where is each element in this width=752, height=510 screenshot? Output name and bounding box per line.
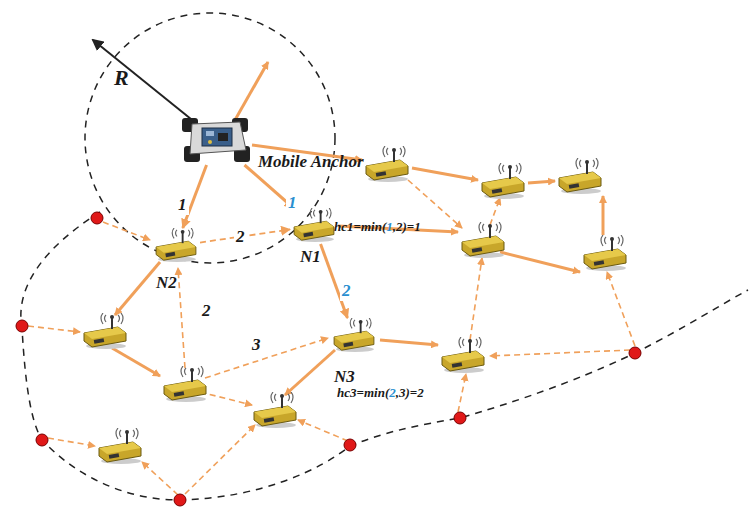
text-char: , — [393, 219, 396, 234]
text-char: = — [410, 385, 417, 400]
sensor-node: N1hc1=min(1,2)=1 — [290, 208, 338, 244]
text-char: 2 — [417, 385, 424, 400]
range-circle — [85, 13, 335, 263]
text-char: = — [407, 219, 414, 234]
text-char: n — [375, 219, 382, 234]
sensor-node: Mobile Anchor — [180, 115, 252, 165]
dashed-arrows — [28, 180, 635, 495]
radius-label: R — [112, 66, 131, 90]
hop-number: 2 — [234, 228, 247, 247]
hop-number: 3 — [250, 336, 263, 355]
radius-arrow — [93, 40, 212, 136]
text-char: = — [354, 219, 361, 234]
sensor-icons — [84, 146, 626, 464]
text-char: 3 — [399, 385, 406, 400]
boundary-dots — [16, 212, 641, 506]
text-char: c — [341, 219, 347, 234]
text-char: ) — [406, 385, 410, 400]
robot-illustration — [182, 118, 250, 162]
text-char: m — [364, 385, 374, 400]
sensor-node: N2 — [152, 228, 200, 264]
hop-number: 1 — [176, 196, 189, 215]
hop-number: 2 — [200, 302, 213, 321]
node-label: Mobile Anchor — [258, 153, 364, 172]
solid-arrows — [112, 62, 603, 395]
hop-number: 1 — [286, 194, 299, 213]
text-char: 1 — [347, 219, 354, 234]
text-char: ( — [385, 385, 389, 400]
sensor-node: N3hc3=min(2,3)=2 — [330, 318, 378, 354]
text-char: n — [378, 385, 385, 400]
text-char: 2 — [396, 219, 403, 234]
text-char: c — [344, 385, 350, 400]
node-label: N2 — [156, 274, 177, 293]
text-char: i — [374, 385, 378, 400]
text-char: h — [337, 385, 344, 400]
text-char: = — [357, 385, 364, 400]
text-char: i — [371, 219, 375, 234]
boundary-curve — [21, 212, 748, 500]
text-char: m — [361, 219, 371, 234]
text-char: , — [396, 385, 399, 400]
text-char: 1 — [414, 219, 421, 234]
text-char: 2 — [389, 385, 396, 400]
text-char: ) — [403, 219, 407, 234]
text-char: 3 — [350, 385, 357, 400]
text-char: 1 — [386, 219, 393, 234]
text-char: ( — [382, 219, 386, 234]
hop-count-note: hc3=min(2,3)=2 — [337, 386, 424, 400]
node-label: N3 — [334, 368, 355, 387]
text-char: h — [334, 219, 341, 234]
hop-count-note: hc1=min(1,2)=1 — [334, 220, 421, 234]
hop-arrow — [321, 244, 348, 318]
node-label: N1 — [300, 248, 321, 267]
hop-number: 2 — [340, 282, 353, 301]
